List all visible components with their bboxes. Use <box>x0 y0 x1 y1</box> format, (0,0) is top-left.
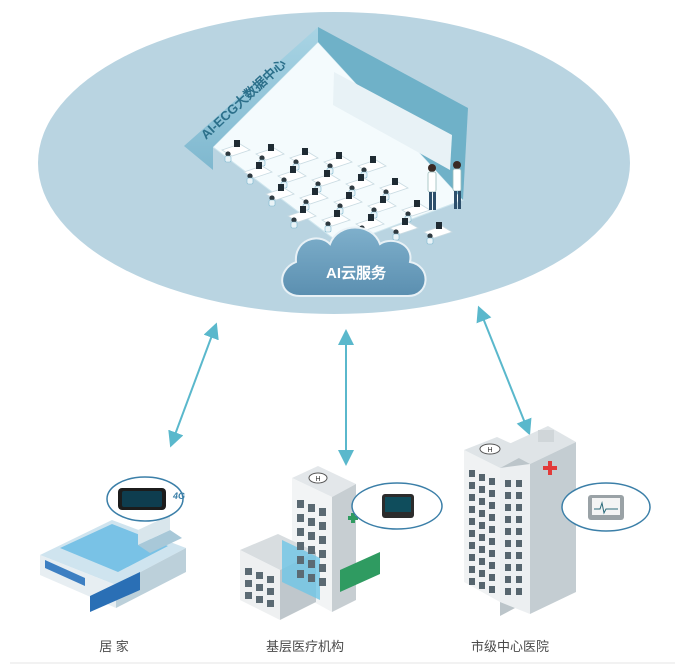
primary-device-bubble <box>351 482 443 530</box>
workstation <box>423 222 453 245</box>
connection-arrows <box>168 305 532 466</box>
data-center-room: AI-ECG大数据中心 <box>184 27 468 246</box>
primary-care-building: H <box>240 466 380 620</box>
workstation <box>389 218 419 241</box>
label-city-hospital: 市级中心医院 <box>471 639 549 654</box>
hospital-device-bubble <box>561 482 651 532</box>
svg-text:H: H <box>315 476 320 483</box>
workstation-grid <box>221 140 453 245</box>
workstation <box>287 206 317 229</box>
svg-text:H: H <box>487 447 492 454</box>
ai-cloud: AI云服务 <box>281 226 427 297</box>
label-home: 居 家 <box>99 639 129 654</box>
home-building <box>40 515 186 612</box>
network-badge: 4G <box>172 491 185 501</box>
cloud-label: AI云服务 <box>326 264 387 282</box>
hospital-windows <box>469 470 522 595</box>
arrow-hospital <box>476 305 532 436</box>
arrow-home <box>168 322 219 448</box>
workstation <box>321 210 351 233</box>
doctors-figures <box>427 161 462 210</box>
city-hospital-building: H <box>464 426 576 616</box>
workstation <box>221 140 251 163</box>
primary-windows <box>245 500 326 607</box>
workstation <box>243 162 273 185</box>
workstation <box>265 184 295 207</box>
label-primary-care: 基层医疗机构 <box>266 639 344 654</box>
home-device-bubble: 4G <box>106 476 185 522</box>
